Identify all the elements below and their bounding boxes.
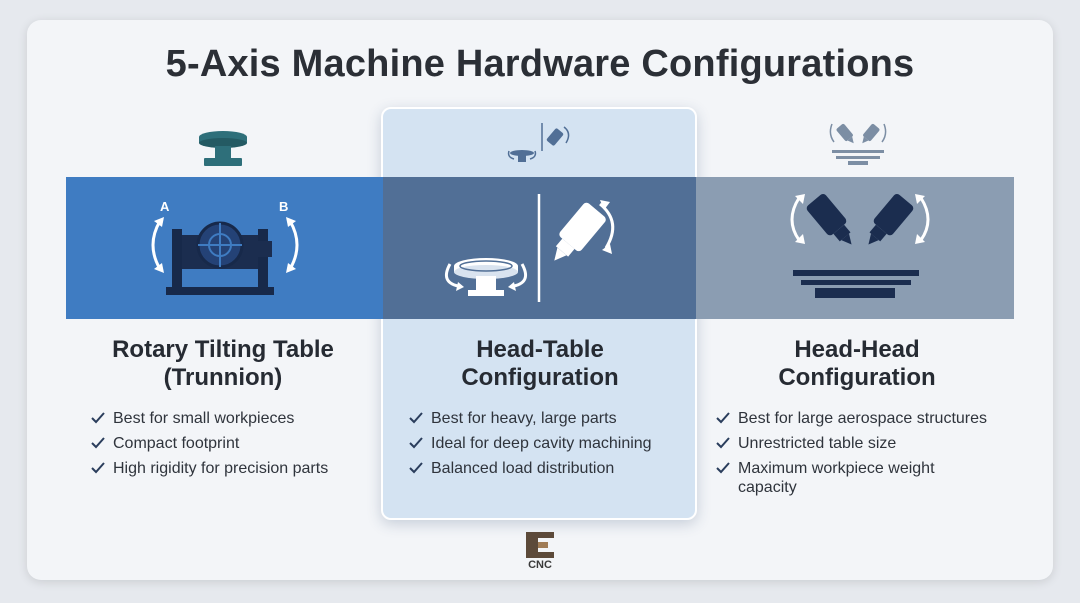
trunnion-icon: A B bbox=[151, 199, 299, 295]
bullet-list-head-head: Best for large aerospace structures Unre… bbox=[716, 409, 1016, 503]
check-icon bbox=[91, 412, 105, 424]
logo-text: CNC bbox=[528, 559, 552, 571]
head-table-small-icon bbox=[507, 123, 570, 162]
list-item: Compact footprint bbox=[91, 434, 371, 453]
bullet-list-rotary-tilting: Best for small workpieces Compact footpr… bbox=[91, 409, 371, 484]
list-item: Best for heavy, large parts bbox=[409, 409, 689, 428]
list-item: Ideal for deep cavity machining bbox=[409, 434, 689, 453]
bullet-list-head-table: Best for heavy, large parts Ideal for de… bbox=[409, 409, 689, 484]
list-item: High rigidity for precision parts bbox=[91, 459, 371, 478]
check-icon bbox=[716, 437, 730, 449]
check-icon bbox=[409, 412, 423, 424]
list-item: Maximum workpiece weight capacity bbox=[716, 459, 988, 497]
head-table-icon bbox=[444, 194, 615, 302]
check-icon bbox=[91, 462, 105, 474]
check-icon bbox=[409, 437, 423, 449]
list-item: Best for large aerospace structures bbox=[716, 409, 1016, 428]
column-title-rotary-tilting: Rotary Tilting Table (Trunnion) bbox=[112, 336, 334, 391]
list-item: Unrestricted table size bbox=[716, 434, 1016, 453]
check-icon bbox=[91, 437, 105, 449]
check-icon bbox=[716, 462, 730, 474]
rotary-table-icon bbox=[199, 131, 247, 166]
column-title-head-head: Head-Head Configuration bbox=[778, 336, 936, 391]
list-item: Balanced load distribution bbox=[409, 459, 689, 478]
head-head-small-icon bbox=[829, 123, 887, 165]
axis-a-label: A bbox=[160, 199, 170, 214]
list-item: Best for small workpieces bbox=[91, 409, 371, 428]
cnc-logo-icon bbox=[526, 532, 554, 558]
column-title-head-table: Head-Table Configuration bbox=[461, 336, 619, 391]
check-icon bbox=[409, 462, 423, 474]
check-icon bbox=[716, 412, 730, 424]
axis-b-label: B bbox=[279, 199, 288, 214]
head-head-icon bbox=[790, 194, 930, 298]
page-title: 5-Axis Machine Hardware Configurations bbox=[165, 43, 915, 85]
